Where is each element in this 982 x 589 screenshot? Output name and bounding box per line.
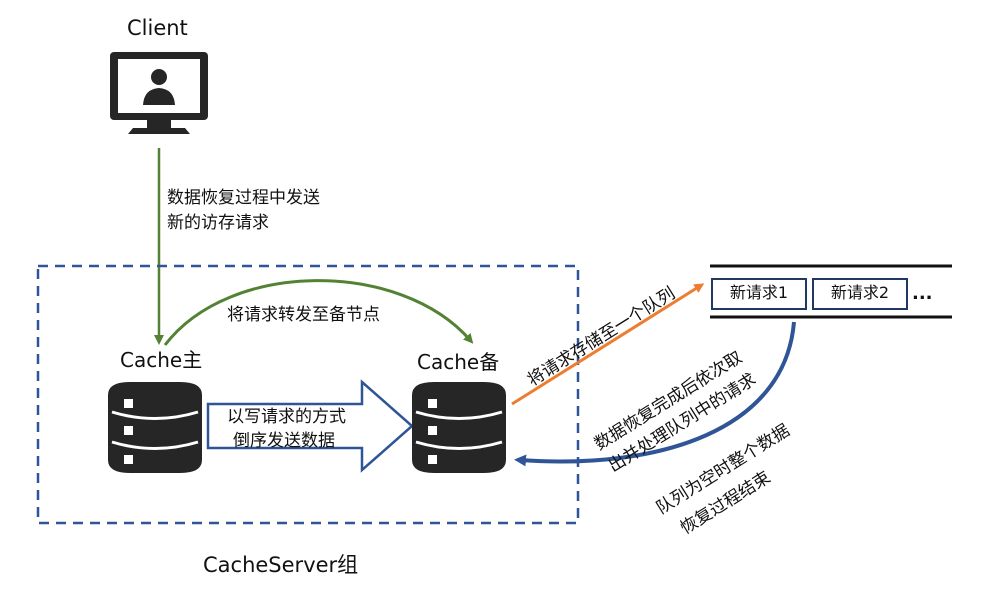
queue-ellipsis: ...	[912, 283, 933, 304]
queue-item-2: 新请求2	[812, 278, 908, 310]
write-arrow-line2: 倒序发送数据	[233, 431, 335, 451]
primary-label: Cache主	[120, 348, 203, 372]
client-send-line2: 新的访存请求	[167, 213, 269, 233]
monitor-user-icon	[110, 52, 208, 134]
queue-return-arrow	[514, 321, 796, 467]
backup-label: Cache备	[417, 350, 500, 374]
write-arrow-line1: 以写请求的方式	[227, 407, 346, 427]
backup-database-icon	[412, 382, 506, 473]
forward-curve-arrow	[163, 279, 474, 346]
store-queue-arrow	[511, 283, 705, 406]
forward-label: 将请求转发至备节点	[227, 305, 380, 325]
client-send-line1: 数据恢复过程中发送	[167, 188, 320, 208]
client-label: Client	[127, 16, 188, 40]
cacheserver-group-box	[36, 264, 580, 525]
primary-database-icon	[108, 382, 202, 473]
write-hollow-arrow	[206, 379, 414, 473]
queue-item-1: 新请求1	[711, 278, 807, 310]
group-label: CacheServer组	[203, 553, 359, 577]
